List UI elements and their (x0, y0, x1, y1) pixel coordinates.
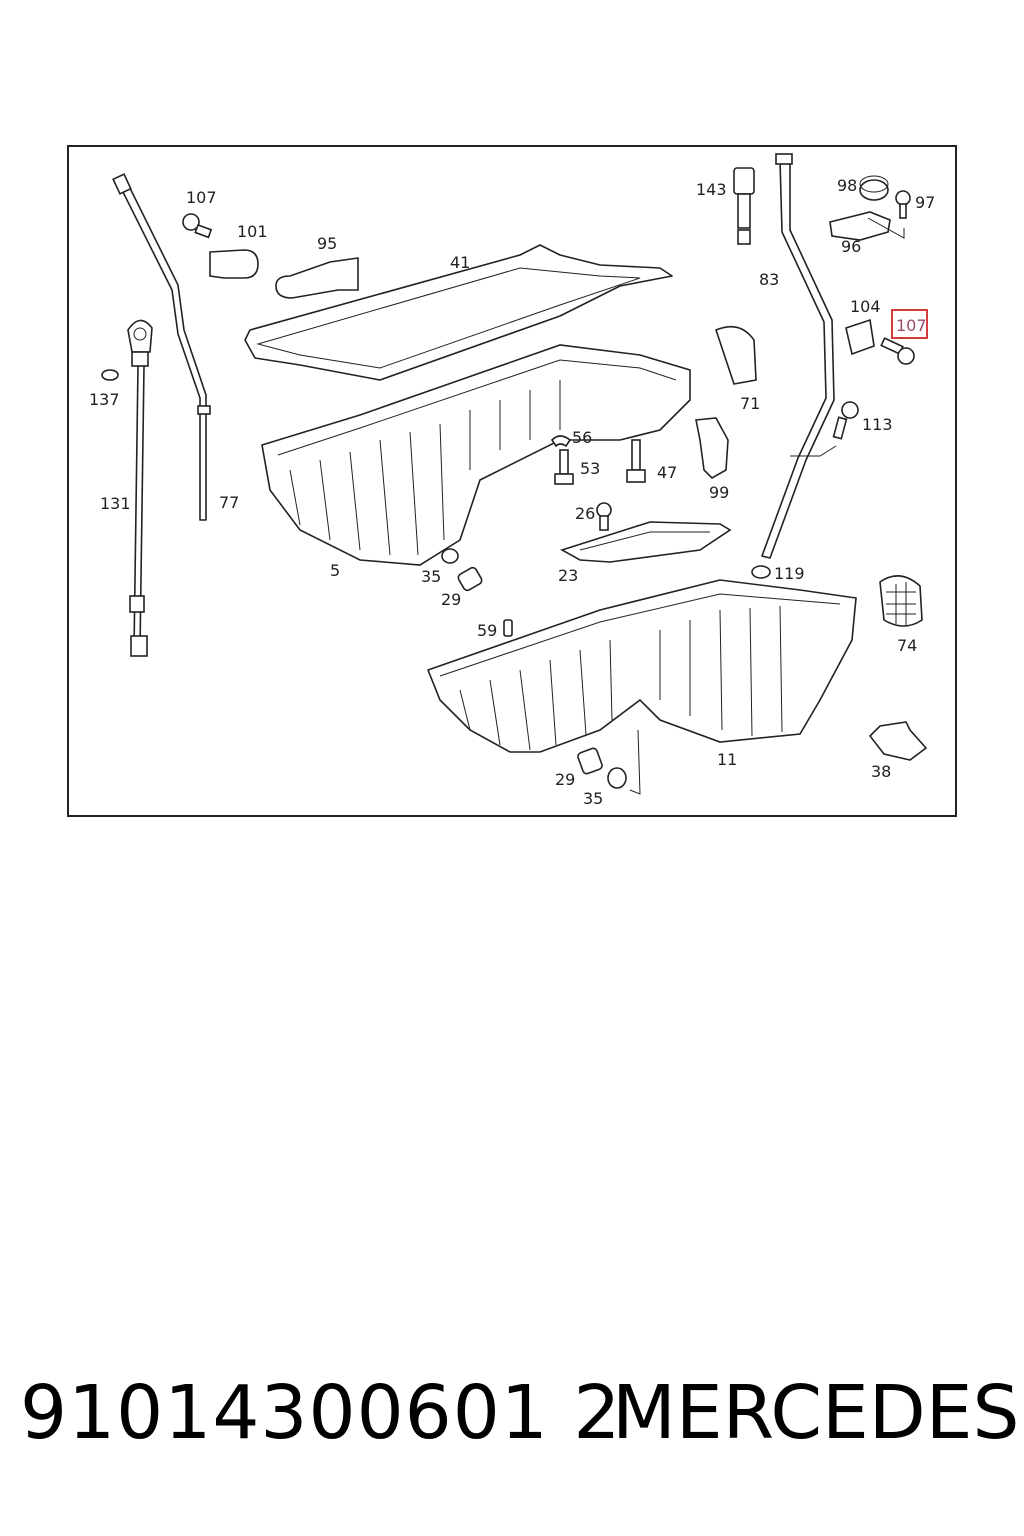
label-11: 11 (717, 750, 737, 769)
drain-plug-29-lower (577, 747, 603, 775)
bolt-26 (596, 502, 612, 531)
label-38: 38 (871, 762, 891, 781)
label-77: 77 (219, 493, 239, 512)
gasket-71 (715, 325, 757, 385)
label-53: 53 (580, 459, 600, 478)
brand-name: MERCEDES (612, 1370, 1020, 1456)
label-71: 71 (740, 394, 760, 413)
seal-ring-35 (441, 548, 459, 564)
label-83: 83 (759, 270, 779, 289)
label-23: 23 (558, 566, 578, 585)
bolt-47 (626, 439, 646, 483)
label-96: 96 (841, 237, 861, 256)
label-107-top: 107 (186, 188, 217, 207)
o-ring-137 (101, 369, 119, 381)
label-41: 41 (450, 253, 470, 272)
oil-pan-lower-11 (426, 579, 857, 753)
bolt-113 (832, 401, 859, 440)
label-74: 74 (897, 636, 917, 655)
parts-diagram: 107 101 95 41 143 83 98 97 96 137 131 77… (67, 145, 957, 817)
label-101: 101 (237, 222, 268, 241)
seal-ring-35-lower (607, 767, 627, 789)
label-59: 59 (477, 621, 497, 640)
label-119: 119 (774, 564, 805, 583)
label-35-lower: 35 (583, 789, 603, 808)
cover-74 (879, 575, 923, 627)
bolt-107 (182, 213, 213, 239)
bracket-99 (695, 417, 729, 479)
diagram-frame (67, 145, 957, 817)
label-26: 26 (575, 504, 595, 523)
bracket-96 (829, 211, 891, 241)
label-131: 131 (100, 494, 131, 513)
label-35-upper: 35 (421, 567, 441, 586)
bolt-53 (554, 449, 574, 485)
label-98: 98 (837, 176, 857, 195)
bolt-107-highlighted (880, 337, 915, 365)
label-5: 5 (330, 561, 340, 580)
label-95: 95 (317, 234, 337, 253)
pin-59 (503, 619, 513, 637)
bracket-95 (275, 257, 359, 299)
oil-pan-upper-5 (261, 344, 691, 566)
label-56: 56 (572, 428, 592, 447)
label-143: 143 (696, 180, 727, 199)
sensor-143 (733, 167, 755, 245)
baffle-23 (559, 521, 732, 563)
clip-104 (845, 318, 875, 356)
label-113: 113 (862, 415, 893, 434)
guide-tube-83 (761, 159, 835, 559)
highlight-box-107 (891, 309, 928, 339)
drain-plug-29 (457, 566, 483, 592)
label-29-upper: 29 (441, 590, 461, 609)
label-47: 47 (657, 463, 677, 482)
dipstick-131 (127, 319, 153, 657)
label-107-highlighted: 107 (896, 316, 927, 335)
gasket-41 (244, 244, 673, 381)
label-137: 137 (89, 390, 120, 409)
washer-56 (550, 435, 572, 448)
bracket-38 (868, 721, 928, 761)
label-104: 104 (850, 297, 881, 316)
footer: 91014300601 2 MERCEDES (0, 1370, 1024, 1470)
screw-97 (895, 190, 911, 219)
label-97: 97 (915, 193, 935, 212)
label-99: 99 (709, 483, 729, 502)
bracket-101 (209, 249, 259, 279)
part-number: 91014300601 2 (20, 1370, 622, 1456)
dipstick-tube-77 (112, 173, 211, 521)
label-29-lower: 29 (555, 770, 575, 789)
grommet-98 (859, 175, 889, 201)
seal-ring-119 (751, 565, 771, 579)
